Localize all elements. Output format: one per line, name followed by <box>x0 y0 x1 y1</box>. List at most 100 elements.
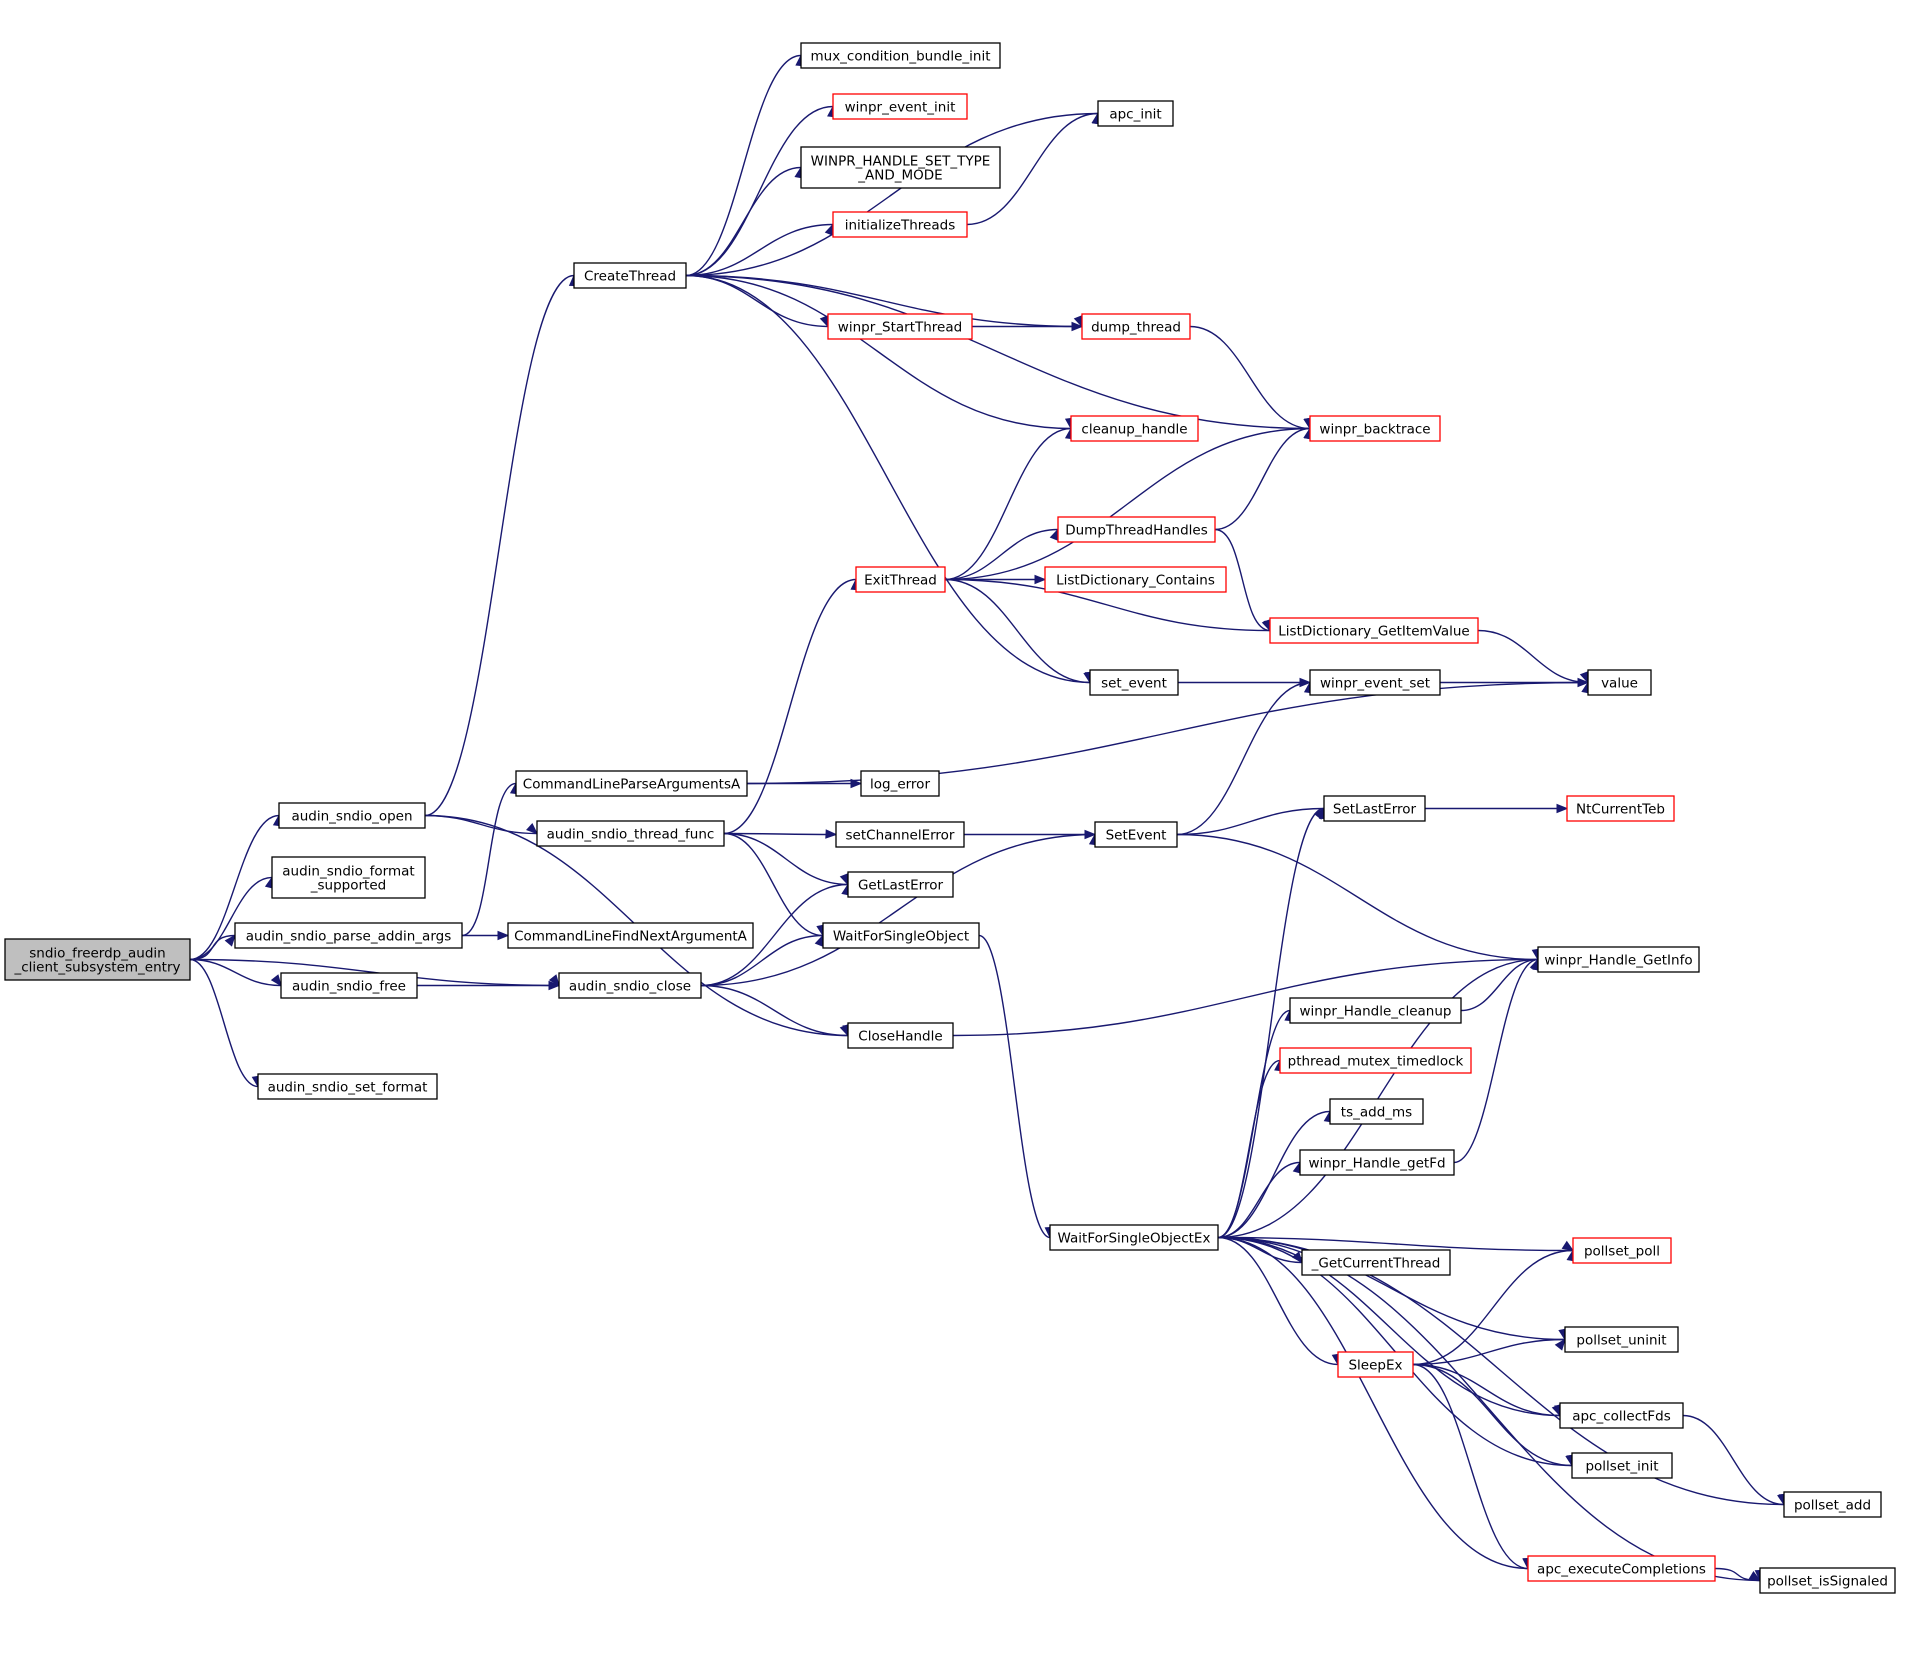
node-box[interactable] <box>257 1073 438 1100</box>
graph-node[interactable]: pthread_mutex_timedlock <box>1279 1047 1472 1074</box>
graph-node[interactable]: ListDictionary_GetItemValue <box>1269 617 1479 644</box>
node-box[interactable] <box>1337 1351 1414 1378</box>
graph-node[interactable]: audin_sndio_thread_func <box>536 820 725 847</box>
graph-node[interactable]: WaitForSingleObject <box>822 922 980 949</box>
node-box[interactable] <box>1081 313 1191 340</box>
node-box[interactable] <box>1527 1555 1716 1582</box>
graph-node[interactable]: dump_thread <box>1081 313 1191 340</box>
node-box[interactable] <box>1564 1326 1679 1353</box>
node-box[interactable] <box>1269 617 1479 644</box>
graph-node[interactable]: CreateThread <box>573 262 687 289</box>
graph-node[interactable]: sndio_freerdp_audin_client_subsystem_ent… <box>4 938 191 981</box>
graph-node[interactable]: audin_sndio_parse_addin_args <box>234 922 463 949</box>
node-box[interactable] <box>558 972 702 999</box>
node-box[interactable] <box>1572 1237 1672 1264</box>
graph-node[interactable]: winpr_Handle_GetInfo <box>1537 946 1700 973</box>
node-box[interactable] <box>536 820 725 847</box>
graph-node[interactable]: winpr_Handle_getFd <box>1299 1149 1455 1176</box>
graph-node[interactable]: winpr_event_set <box>1309 669 1441 696</box>
node-box[interactable] <box>860 770 940 797</box>
node-box[interactable] <box>1301 1249 1451 1276</box>
graph-node[interactable]: audin_sndio_format_supported <box>271 856 426 899</box>
node-box[interactable] <box>847 1022 954 1049</box>
node-box[interactable] <box>1097 100 1174 127</box>
node-box[interactable] <box>827 313 973 340</box>
graph-node[interactable]: pollset_init <box>1571 1452 1673 1479</box>
node-box[interactable] <box>507 922 754 949</box>
node-box[interactable] <box>1070 415 1199 442</box>
node-box[interactable] <box>832 211 968 238</box>
node-box[interactable] <box>1299 1149 1455 1176</box>
graph-node[interactable]: value <box>1587 669 1652 696</box>
graph-node[interactable]: CommandLineFindNextArgumentA <box>507 922 754 949</box>
node-box[interactable] <box>271 856 426 899</box>
graph-node[interactable]: _GetCurrentThread <box>1301 1249 1451 1276</box>
graph-node[interactable]: winpr_StartThread <box>827 313 973 340</box>
graph-node[interactable]: set_event <box>1089 669 1179 696</box>
graph-node[interactable]: ListDictionary_Contains <box>1044 566 1227 593</box>
node-box[interactable] <box>1289 997 1462 1024</box>
node-box[interactable] <box>1089 669 1179 696</box>
node-box[interactable] <box>1587 669 1652 696</box>
graph-node[interactable]: apc_executeCompletions <box>1527 1555 1716 1582</box>
graph-node[interactable]: audin_sndio_open <box>278 802 426 829</box>
graph-node[interactable]: audin_sndio_set_format <box>257 1073 438 1100</box>
graph-node[interactable]: GetLastError <box>847 871 954 898</box>
graph-node[interactable]: ExitThread <box>855 566 946 593</box>
node-box[interactable] <box>1094 821 1178 848</box>
node-box[interactable] <box>280 972 418 999</box>
node-box[interactable] <box>573 262 687 289</box>
node-box[interactable] <box>278 802 426 829</box>
node-box[interactable] <box>1309 415 1441 442</box>
node-box[interactable] <box>855 566 946 593</box>
node-box[interactable] <box>1057 516 1216 543</box>
node-box[interactable] <box>822 922 980 949</box>
graph-node[interactable]: apc_init <box>1097 100 1174 127</box>
node-box[interactable] <box>1759 1567 1896 1594</box>
graph-node[interactable]: SleepEx <box>1337 1351 1414 1378</box>
graph-node[interactable]: pollset_poll <box>1572 1237 1672 1264</box>
graph-node[interactable]: WaitForSingleObjectEx <box>1049 1224 1219 1251</box>
graph-node[interactable]: log_error <box>860 770 940 797</box>
node-box[interactable] <box>1323 795 1426 822</box>
graph-node[interactable]: mux_condition_bundle_init <box>800 42 1001 69</box>
node-box[interactable] <box>1279 1047 1472 1074</box>
node-box[interactable] <box>832 93 968 120</box>
node-box[interactable] <box>1537 946 1700 973</box>
graph-node[interactable]: winpr_event_init <box>832 93 968 120</box>
graph-node[interactable]: setChannelError <box>835 821 965 848</box>
graph-node[interactable]: initializeThreads <box>832 211 968 238</box>
graph-node[interactable]: NtCurrentTeb <box>1566 795 1675 822</box>
node-box[interactable] <box>4 938 191 981</box>
node-box[interactable] <box>1783 1491 1882 1518</box>
graph-node[interactable]: ts_add_ms <box>1329 1098 1424 1125</box>
graph-node[interactable]: WINPR_HANDLE_SET_TYPE_AND_MODE <box>800 146 1001 189</box>
graph-node[interactable]: winpr_backtrace <box>1309 415 1441 442</box>
graph-node[interactable]: cleanup_handle <box>1070 415 1199 442</box>
graph-node[interactable]: SetLastError <box>1323 795 1426 822</box>
node-box[interactable] <box>1329 1098 1424 1125</box>
graph-node[interactable]: apc_collectFds <box>1559 1402 1684 1429</box>
node-box[interactable] <box>234 922 463 949</box>
node-box[interactable] <box>1559 1402 1684 1429</box>
node-box[interactable] <box>1044 566 1227 593</box>
node-box[interactable] <box>1571 1452 1673 1479</box>
graph-node[interactable]: audin_sndio_close <box>558 972 702 999</box>
node-box[interactable] <box>847 871 954 898</box>
node-box[interactable] <box>1566 795 1675 822</box>
graph-node[interactable]: pollset_add <box>1783 1491 1882 1518</box>
graph-node[interactable]: SetEvent <box>1094 821 1178 848</box>
graph-node[interactable]: pollset_uninit <box>1564 1326 1679 1353</box>
graph-node[interactable]: winpr_Handle_cleanup <box>1289 997 1462 1024</box>
node-box[interactable] <box>1049 1224 1219 1251</box>
node-box[interactable] <box>835 821 965 848</box>
graph-node[interactable]: CloseHandle <box>847 1022 954 1049</box>
graph-node[interactable]: DumpThreadHandles <box>1057 516 1216 543</box>
node-box[interactable] <box>800 42 1001 69</box>
node-box[interactable] <box>515 770 748 797</box>
node-box[interactable] <box>800 146 1001 189</box>
graph-node[interactable]: pollset_isSignaled <box>1759 1567 1896 1594</box>
graph-node[interactable]: CommandLineParseArgumentsA <box>515 770 748 797</box>
node-box[interactable] <box>1309 669 1441 696</box>
graph-node[interactable]: audin_sndio_free <box>280 972 418 999</box>
